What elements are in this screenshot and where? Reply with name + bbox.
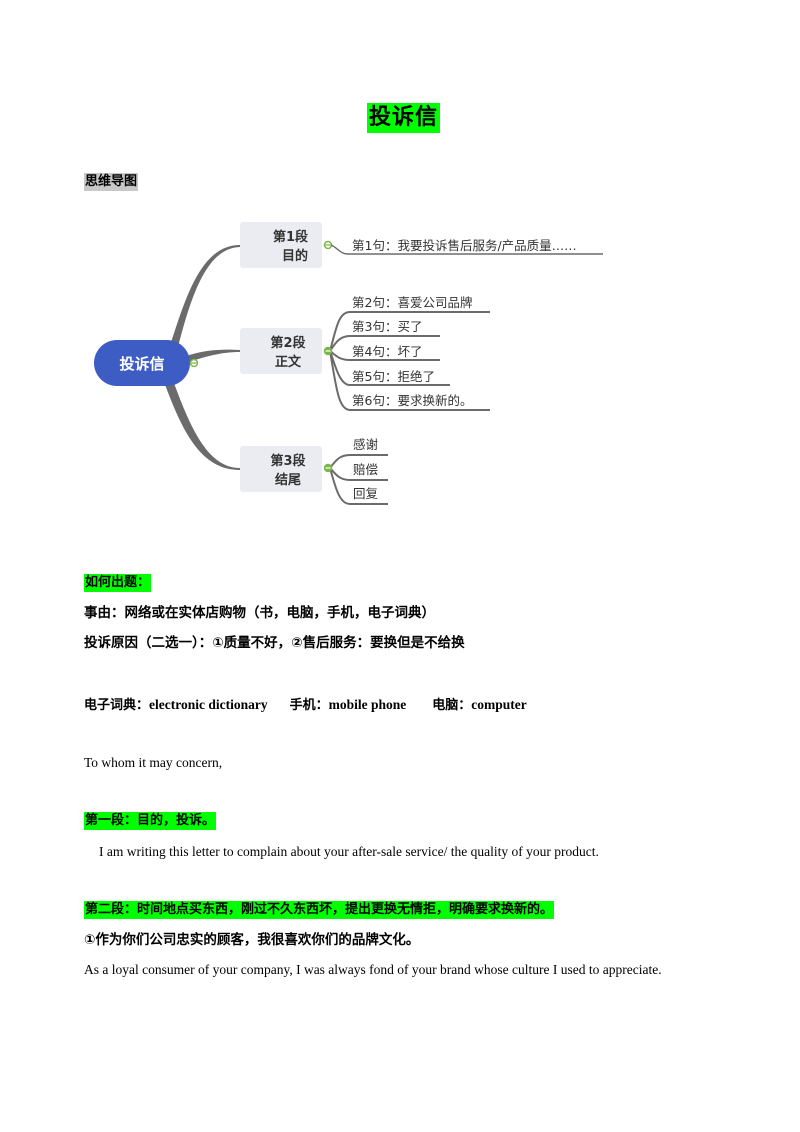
svg-text:第2句：喜爱公司品牌: 第2句：喜爱公司品牌 bbox=[352, 295, 472, 310]
vocab-en-2: mobile phone bbox=[328, 697, 407, 712]
svg-text:第5句：拒绝了: 第5句：拒绝了 bbox=[352, 369, 435, 384]
svg-text:赔偿: 赔偿 bbox=[353, 462, 378, 477]
svg-text:感谢: 感谢 bbox=[353, 437, 378, 452]
reason-line: 事由：网络或在实体店购物（书，电脑，手机，电子词典） bbox=[84, 605, 435, 621]
svg-text:回复: 回复 bbox=[353, 486, 379, 501]
svg-text:第1句：我要投诉售后服务/产品质量……: 第1句：我要投诉售后服务/产品质量…… bbox=[352, 238, 577, 253]
svg-text:第6句：要求换新的。: 第6句：要求换新的。 bbox=[352, 393, 472, 408]
vocab-cn-3: 电脑： bbox=[432, 698, 472, 713]
svg-text:第3段: 第3段 bbox=[270, 453, 305, 469]
root-node bbox=[94, 340, 190, 386]
branch-box-3 bbox=[240, 446, 322, 492]
branch-box-1 bbox=[240, 222, 322, 268]
vocab-line: 电子词典：electronic dictionary 手机：mobile phon… bbox=[84, 694, 527, 713]
vocab-en-3: computer bbox=[471, 697, 527, 712]
document-title: 投诉信 bbox=[367, 103, 441, 133]
para2-point1-cn: ①作为你们公司忠实的顾客，我很喜欢你们的品牌文化。 bbox=[84, 932, 420, 948]
svg-text:结尾: 结尾 bbox=[275, 472, 301, 488]
vocab-cn-1: 电子词典： bbox=[84, 698, 150, 713]
mindmap-label: 思维导图 bbox=[84, 173, 139, 191]
svg-text:目的: 目的 bbox=[282, 248, 308, 264]
how-heading: 如何出题： bbox=[84, 574, 152, 592]
salutation: To whom it may concern, bbox=[84, 755, 223, 770]
para2-heading: 第二段：时间地点买东西，刚过不久东西坏，提出更换无情拒，明确要求换新的。 bbox=[84, 901, 555, 919]
vocab-en-1: electronic dictionary bbox=[149, 697, 268, 712]
para2-point1-en: As a loyal consumer of your company, I w… bbox=[84, 962, 662, 977]
svg-text:第1段: 第1段 bbox=[273, 229, 308, 245]
svg-text:第4句：坏了: 第4句：坏了 bbox=[352, 344, 422, 359]
branch-box-2 bbox=[240, 328, 322, 374]
para1-heading: 第一段：目的，投诉。 bbox=[84, 812, 217, 830]
svg-text:第2段: 第2段 bbox=[270, 335, 305, 351]
root-label: 投诉信 bbox=[119, 355, 164, 373]
svg-text:正文: 正文 bbox=[275, 354, 302, 370]
vocab-cn-2: 手机： bbox=[289, 698, 329, 713]
para1-text: I am writing this letter to complain abo… bbox=[99, 844, 599, 859]
mind-map: 投诉信 第1段 目的 第1句：我要投诉售后服务/产品质量…… 第2段 正文 第2… bbox=[94, 222, 603, 505]
complaint-reason-line: 投诉原因（二选一）：①质量不好，②售后服务：要换但是不给换 bbox=[84, 635, 465, 651]
svg-text:第3句：买了: 第3句：买了 bbox=[352, 319, 422, 334]
